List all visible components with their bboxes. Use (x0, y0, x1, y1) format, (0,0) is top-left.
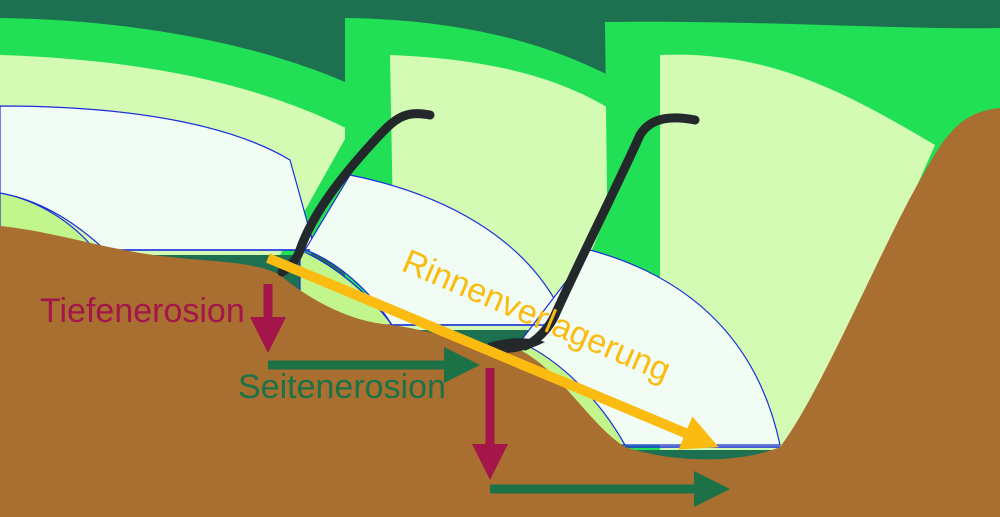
channel-line-2 (520, 113, 700, 351)
channel-line-1 (277, 109, 435, 277)
ground (0, 108, 1000, 517)
label-depth-erosion: Tiefenerosion (40, 292, 245, 330)
ice-lobe-right (519, 249, 781, 446)
ice-lobe-left (0, 105, 316, 251)
label-lateral-erosion: Seitenerosion (238, 368, 446, 406)
channel-patch (488, 338, 545, 354)
shift-arrow (266, 253, 719, 450)
